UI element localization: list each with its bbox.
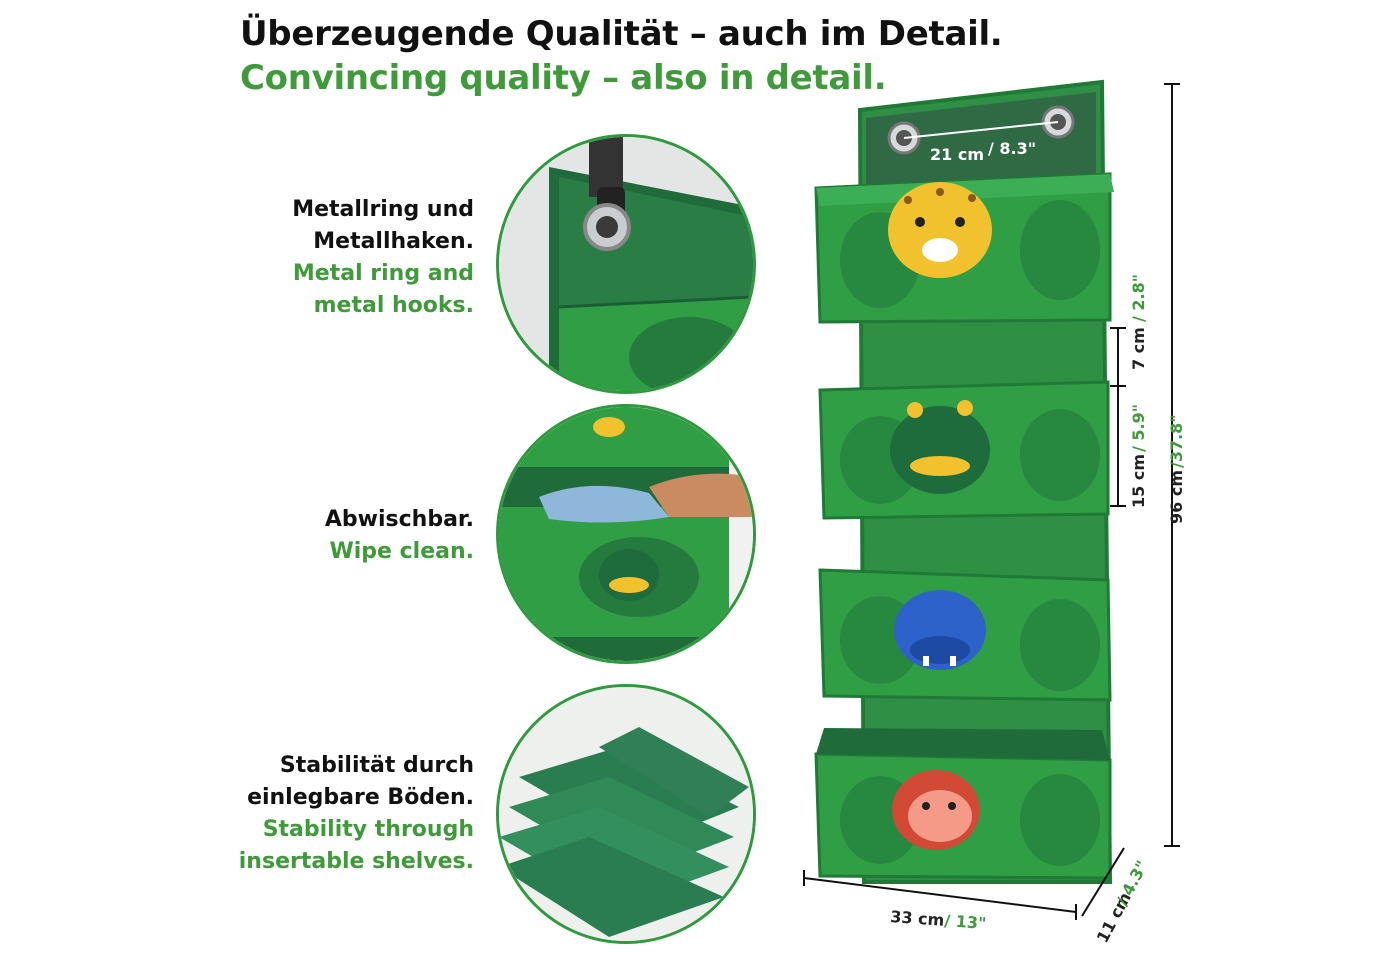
leopard-icon xyxy=(888,182,992,278)
dim-pocket-cm: 15 cm xyxy=(1129,454,1148,508)
feature-label-de: Metallring und xyxy=(292,197,474,222)
dim-height-in: /37.8" xyxy=(1167,414,1186,468)
dim-gap-cm: 7 cm xyxy=(1129,327,1148,370)
dim-width-in: / 13" xyxy=(944,911,987,933)
feature-label-en: metal hooks. xyxy=(313,293,474,318)
crocodile-icon xyxy=(890,406,990,494)
dim-gap-in: / 2.8" xyxy=(1129,274,1148,322)
dim-ring-in: / 8.3" xyxy=(988,139,1036,158)
pocket-leopard xyxy=(814,172,1114,324)
detail-image-wipe-clean xyxy=(496,404,756,664)
dim-width-cm: 33 cm xyxy=(890,907,945,930)
dim-height-cm: 96 cm xyxy=(1167,470,1186,524)
feature-label-de: Abwischbar. xyxy=(324,507,474,532)
detail-image-metal-ring xyxy=(496,134,756,394)
detail-image-shelves xyxy=(496,684,756,944)
pocket-hippo xyxy=(818,568,1112,702)
page-subtitle: Convincing quality – also in detail. xyxy=(240,58,887,98)
feature-label-en: Stability through xyxy=(262,817,474,842)
feature-label-de: einlegbare Böden. xyxy=(247,785,474,810)
feature-wipe-clean: Abwischbar. Wipe clean. xyxy=(325,504,474,568)
feature-label-en: insertable shelves. xyxy=(238,849,474,874)
feature-label-de: Metallhaken. xyxy=(313,229,474,254)
feature-shelves: Stabilität durch einlegbare Böden. Stabi… xyxy=(239,750,474,878)
dim-pocket-in: / 5.9" xyxy=(1129,404,1148,452)
dim-ring-cm: 21 cm xyxy=(930,145,984,164)
feature-metal-ring: Metallring und Metallhaken. Metal ring a… xyxy=(292,194,474,322)
product-organizer-illustration: 21 cm / 8.3" xyxy=(803,79,1186,946)
feature-label-de: Stabilität durch xyxy=(279,753,474,778)
pocket-monkey xyxy=(814,728,1112,880)
page-title: Überzeugende Qualität – auch im Detail. xyxy=(240,14,1003,54)
feature-label-en: Metal ring and xyxy=(292,261,474,286)
pocket-crocodile xyxy=(818,380,1110,520)
dim-depth-in: / 4.3" xyxy=(1112,857,1151,908)
feature-label-en: Wipe clean. xyxy=(329,539,474,564)
